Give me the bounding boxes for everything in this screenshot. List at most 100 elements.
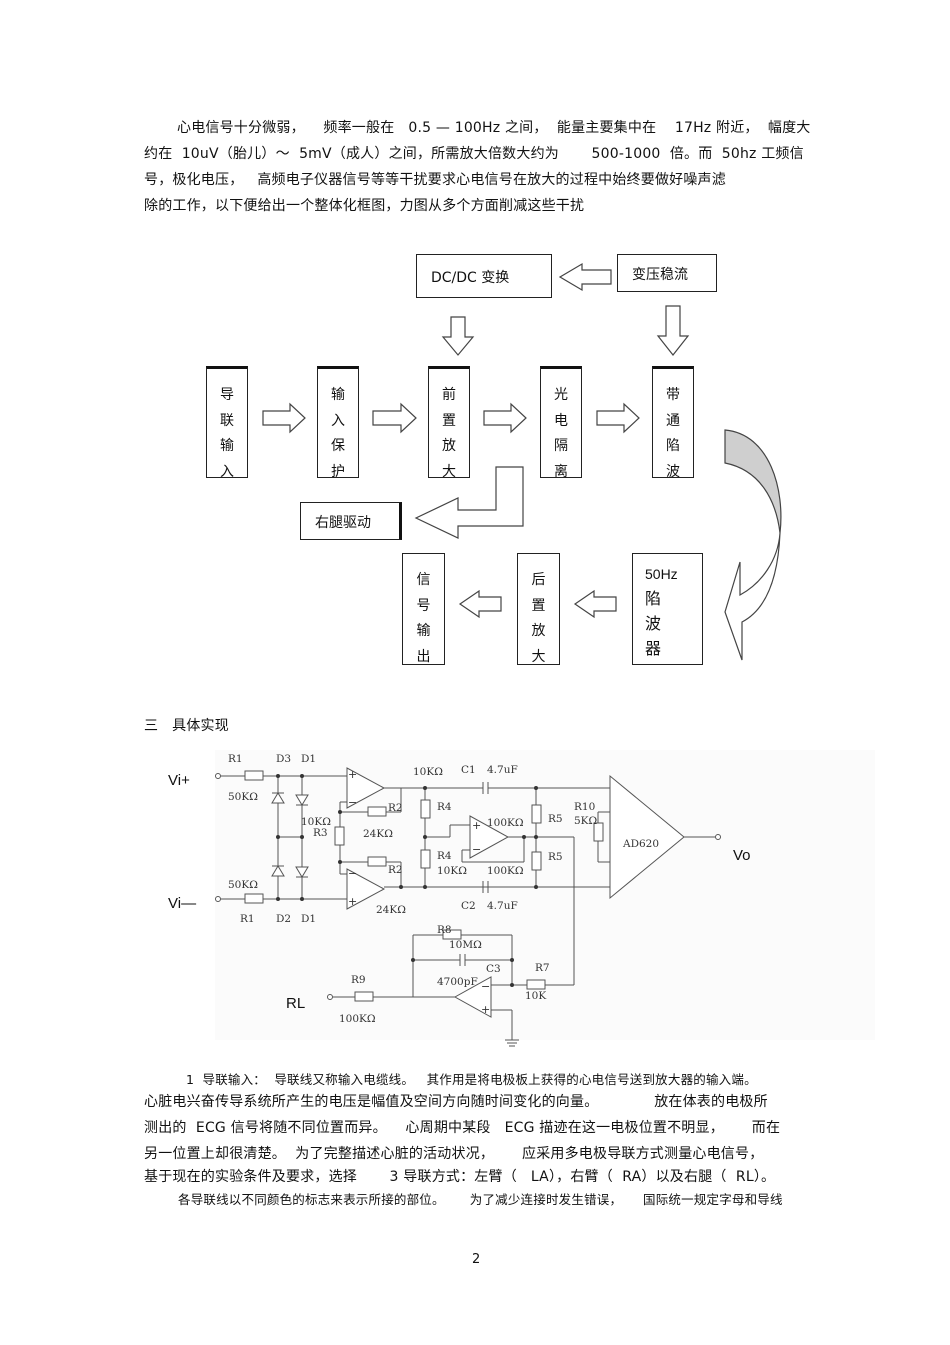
dcdc-converter-block: DC/DC 变换 <box>416 254 552 298</box>
c2-value: 4.7uF <box>487 900 518 912</box>
char: 波 <box>666 463 680 480</box>
body-line-6: 各导联线以不同颜色的标志来表示所接的部位。 为了减少连接时发生错误， 国际统一规… <box>178 1192 783 1207</box>
char: 器 <box>645 639 662 658</box>
char: 护 <box>331 463 345 480</box>
r5-bot-value: 100KΩ <box>487 865 524 877</box>
rl-label: RL <box>286 995 305 1012</box>
arrow-down-icon <box>656 305 690 356</box>
transformer-block: 变压稳流 <box>617 254 717 292</box>
r2-bot-label: R2 <box>388 864 403 876</box>
body-line-3: 测出的 ECG 信号将随不同位置而异。 心周期中某段 ECG 描迹在这一电极位置… <box>144 1120 781 1136</box>
c1-label: C1 <box>461 764 476 776</box>
intro-line-1: 心电信号十分微弱， 频率一般在 0.5 — 100Hz 之间， 能量主要集中在 … <box>177 120 811 136</box>
right-leg-label: 右腿驱动 <box>315 515 371 531</box>
transformer-label: 变压稳流 <box>632 267 688 283</box>
svg-text:−: − <box>472 843 481 856</box>
pre-amp-block: 前置放大 <box>428 366 470 480</box>
r1-top-label: R1 <box>228 753 243 765</box>
post-amp-block: 后置放大 <box>517 553 560 665</box>
dcdc-label: DC/DC 变换 <box>431 270 510 286</box>
char: 波 <box>645 614 662 633</box>
block-diagram-arrows <box>262 262 782 661</box>
char: 入 <box>220 463 234 480</box>
char: 电 <box>554 412 568 429</box>
char: 隔 <box>554 438 568 454</box>
right-leg-drive-block: 右腿驱动 <box>300 502 402 540</box>
lead-input-block: 导联输入 <box>206 366 248 480</box>
arrow-right-icon <box>483 402 527 434</box>
ad620-label: AD620 <box>622 838 659 850</box>
r4-top-value: 10KΩ <box>413 766 443 778</box>
char: 放 <box>531 623 546 639</box>
body-line-1: 1 导联输入： 导联线又称输入电缆线。 其作用是将电极板上获得的心电信号送到放大… <box>186 1072 757 1087</box>
svg-text:+: + <box>481 1003 490 1016</box>
char: 陷 <box>645 589 662 608</box>
arrow-right-leg-icon <box>414 466 524 539</box>
signal-output-block: 信号输出 <box>402 553 445 665</box>
curved-arrow-icon <box>724 429 782 534</box>
svg-text:+: + <box>348 895 357 908</box>
input-protection-block: 输入保护 <box>317 366 359 480</box>
r10-label: R10 <box>574 801 595 813</box>
arrow-down-icon <box>441 316 475 356</box>
char: 陷 <box>666 438 680 454</box>
char: 保 <box>331 438 345 454</box>
r4-top-label: R4 <box>437 801 452 813</box>
r2-top-value: 24KΩ <box>363 828 393 840</box>
arrow-right-icon <box>262 402 306 434</box>
page-number: 2 <box>472 1252 481 1267</box>
r2-bot-value: 24KΩ <box>376 904 406 916</box>
r9-value: 100KΩ <box>339 1013 376 1025</box>
char: 联 <box>220 412 234 429</box>
vi-minus-label: Vi— <box>168 895 196 912</box>
curved-arrow-icon-tail <box>724 532 781 661</box>
body-line-5: 基于现在的实验条件及要求，选择 3 导联方式：左臂（ LA），右臂（ RA）以及… <box>144 1169 776 1185</box>
body-line-4: 另一位置上却很清楚。 为了完整描述心脏的活动状况， 应采用多电极导联方式测量心电… <box>144 1146 764 1162</box>
vi-plus-label: Vi+ <box>168 772 190 789</box>
intro-line-2: 约在 10uV（胎儿）～ 5mV（成人）之间，所需放大倍数大约为 500-100… <box>144 146 804 162</box>
char: 前 <box>442 387 456 403</box>
char: 置 <box>531 597 546 614</box>
intro-line-4: 除的工作，以下便给出一个整体化框图，力图从多个方面削减这些干扰 <box>144 198 585 214</box>
d2-label: D2 <box>276 913 291 925</box>
arrow-left-icon <box>458 589 502 619</box>
intro-line-3: 号，极化电压， 高频电子仪器信号等等干扰要求心电信号在放大的过程中始终要做好噪声… <box>144 172 726 188</box>
opto-isolation-block: 光电隔离 <box>540 366 582 480</box>
r8-label: R8 <box>437 924 452 936</box>
notch-title: 50Hz <box>645 566 678 582</box>
char: 出 <box>416 648 431 665</box>
d1-bot-label: D1 <box>301 913 316 925</box>
svg-text:+: + <box>472 819 481 832</box>
r4-bot-label: R4 <box>437 850 452 862</box>
r10-value: 5KΩ <box>574 815 598 827</box>
r3-value: 10KΩ <box>301 816 331 828</box>
c3-label: C3 <box>486 963 501 975</box>
r4-bot-value: 10KΩ <box>437 865 467 877</box>
notch-50hz-block: 50Hz 陷 波 器 <box>632 553 703 665</box>
r9-label: R9 <box>351 974 366 986</box>
r5-top-label: R5 <box>548 813 563 825</box>
char: 光 <box>554 387 568 403</box>
char: 放 <box>442 438 456 454</box>
section-heading: 三 具体实现 <box>144 718 229 734</box>
char: 导 <box>220 387 234 403</box>
char: 通 <box>666 412 680 429</box>
char: 输 <box>220 438 234 454</box>
char: 输 <box>331 387 345 403</box>
r3-label: R3 <box>313 827 328 839</box>
char: 号 <box>416 597 431 614</box>
r1-bot-label: R1 <box>240 913 255 925</box>
r2-top-label: R2 <box>388 802 403 814</box>
r1-top-value: 50KΩ <box>228 791 258 803</box>
svg-text:−: − <box>348 796 357 809</box>
c3-value: 4700pF <box>437 976 478 988</box>
bandpass-notch-block: 带通陷波 <box>652 366 694 480</box>
char: 入 <box>331 412 345 429</box>
char: 后 <box>531 572 546 588</box>
vo-label: Vo <box>733 847 751 864</box>
char: 带 <box>666 387 680 403</box>
arrow-right-icon <box>372 402 417 434</box>
c2-label: C2 <box>461 900 476 912</box>
